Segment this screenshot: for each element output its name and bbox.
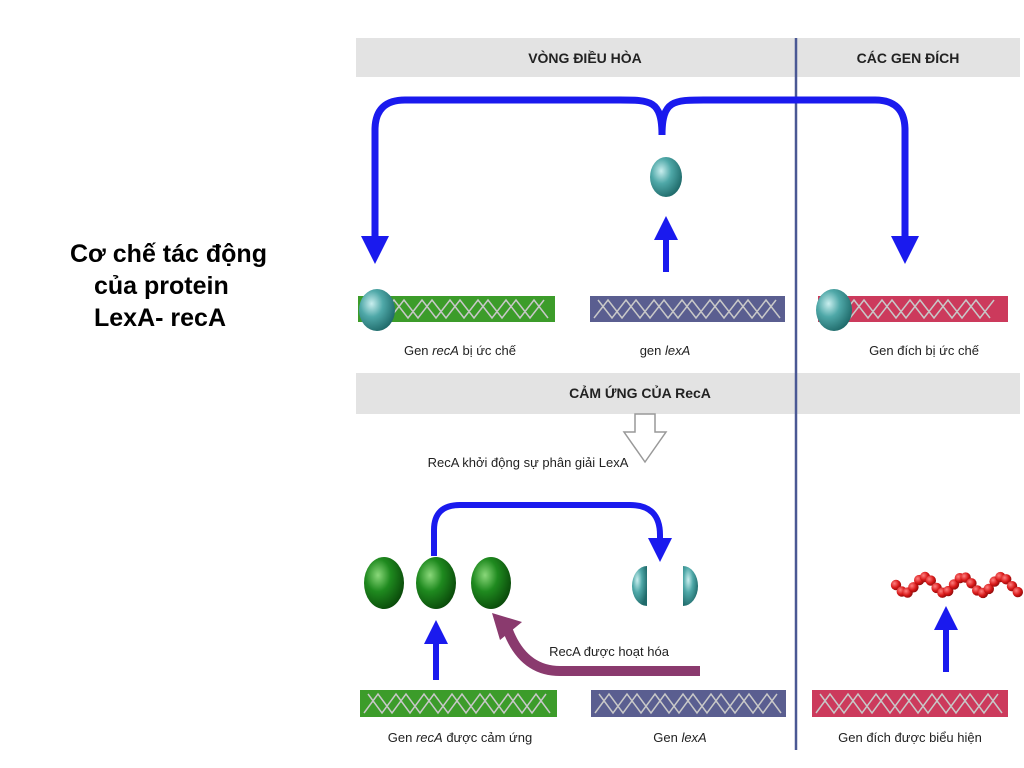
expressed-protein-bead bbox=[1001, 574, 1012, 585]
label-lexa-gene-top: gen lexA bbox=[640, 343, 691, 358]
lexa-bound-target bbox=[816, 289, 852, 331]
title-line-1: Cơ chế tác động bbox=[70, 240, 267, 268]
reca-activation-arrowhead bbox=[492, 613, 522, 640]
cleavage-hollow-arrow bbox=[622, 413, 668, 464]
reca-gene-induced bbox=[360, 690, 557, 717]
header-regulatory-loop: VÒNG ĐIỀU HÒA bbox=[528, 49, 642, 66]
label-reca-starts-cleavage: RecA khởi động sự phân giải LexA bbox=[428, 455, 629, 470]
repression-arrow-to-target bbox=[658, 96, 919, 264]
target-gene-expressed bbox=[812, 690, 1008, 717]
cleaved-lexa-left bbox=[632, 566, 647, 606]
header-band-induction bbox=[356, 373, 1020, 414]
title-line-2: của protein bbox=[94, 272, 229, 300]
label-reca-induced: Gen recA được cảm ứng bbox=[388, 730, 532, 745]
expressed-protein-bead bbox=[925, 575, 936, 586]
label-target-expressed: Gen đích được biểu hiện bbox=[838, 730, 982, 745]
lexa-bound-reca bbox=[359, 289, 395, 331]
expressed-protein-bead bbox=[966, 578, 977, 589]
label-lexa-gene-bottom: Gen lexA bbox=[653, 730, 706, 745]
expressed-protein-chain bbox=[890, 571, 1023, 599]
label-reca-repressed: Gen recA bị ức chế bbox=[404, 343, 517, 358]
header-reca-induction: CẢM ỨNG CỦA RecA bbox=[569, 384, 711, 401]
label-reca-activated: RecA được hoạt hóa bbox=[549, 644, 670, 659]
label-target-repressed: Gen đích bị ức chế bbox=[869, 343, 980, 358]
title-line-3: LexA- recA bbox=[94, 304, 226, 332]
expressed-protein-bead bbox=[908, 582, 919, 593]
reca-protein-1 bbox=[364, 557, 404, 609]
header-band-regulatory bbox=[356, 38, 1020, 77]
expressed-protein-bead bbox=[1012, 586, 1023, 598]
header-target-genes: CÁC GEN ĐÍCH bbox=[857, 50, 960, 66]
reca-cleaves-lexa-arrow bbox=[431, 502, 672, 562]
reca-protein-3 bbox=[471, 557, 511, 609]
lexa-gene bbox=[590, 296, 785, 322]
lexa-gene-bottom bbox=[591, 690, 786, 717]
reca-protein-2 bbox=[416, 557, 456, 609]
repression-arrow-to-reca bbox=[361, 96, 666, 264]
expressed-protein-bead bbox=[983, 583, 994, 595]
slide-title: Cơ chế tác động của protein LexA- recA bbox=[70, 238, 330, 334]
expressed-protein-bead bbox=[943, 585, 954, 597]
lexa-protein bbox=[650, 157, 682, 197]
cleaved-lexa-right bbox=[683, 566, 698, 606]
